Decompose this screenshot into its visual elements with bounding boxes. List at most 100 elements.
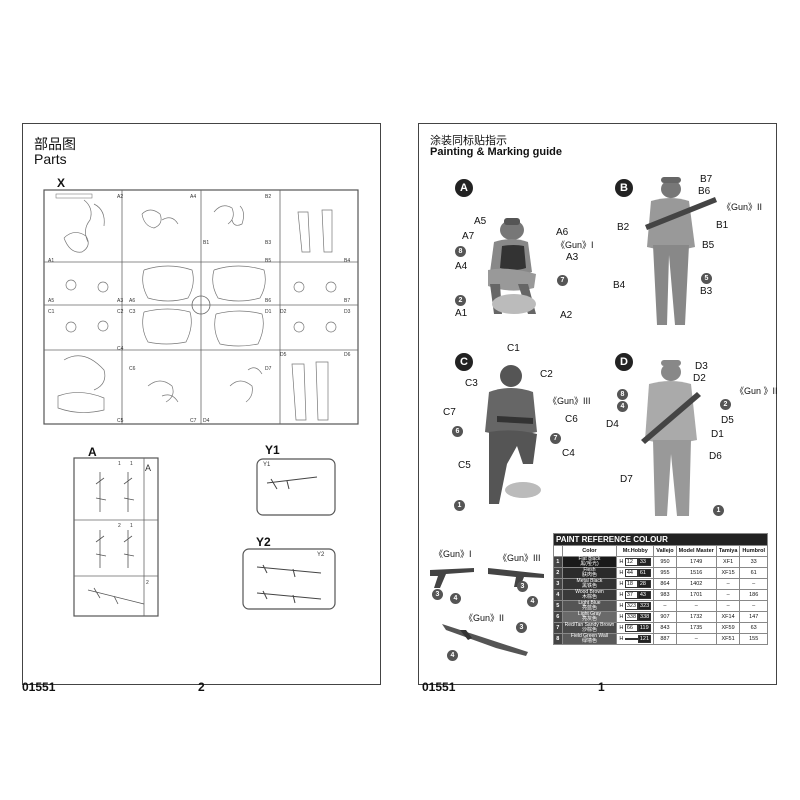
gun-2-illustration [442, 624, 528, 656]
figure-c-callout: C6 [565, 414, 578, 425]
paint-marker: 5 [701, 273, 712, 284]
hobby-code-alt: 61 [637, 569, 651, 577]
figure-b-illustration [645, 177, 717, 325]
humbrol-code: – [739, 600, 768, 612]
model-number-left: 01551 [22, 680, 56, 694]
hobby-code-alt: 43 [637, 591, 651, 599]
figure-a-callout: A5 [474, 216, 487, 227]
sprue-cell-label: B1 [203, 240, 210, 246]
sprue-a-diagram [73, 457, 159, 617]
sprue-y1-label: Y1 [265, 443, 280, 457]
figure-c-callout: C1 [507, 343, 520, 354]
sprue-cell-label: A4 [190, 194, 197, 200]
color-name-en: Red/Tan Sandy Brown [564, 622, 615, 628]
hobby-code-alt: 119 [637, 624, 651, 632]
sprue-cell-label: D7 [265, 366, 272, 372]
paint-number: 5 [553, 600, 563, 612]
sprue-cell-label: B7 [344, 298, 351, 304]
sprue-cell-label: C3 [129, 309, 136, 315]
figure-b-callout: 《Gun》II [722, 202, 763, 212]
vallejo-code: 907 [653, 611, 677, 623]
gun-2-label: 《Gun》II [464, 613, 505, 623]
painting-title-en: Painting & Marking guide [430, 146, 563, 158]
figure-a-badge: A [455, 179, 473, 197]
sprue-cell-label: A3 [117, 298, 124, 304]
sprue-cell-label: Y2 [317, 552, 325, 558]
paint-marker: 4 [527, 596, 538, 607]
tamiya-code: XF51 [715, 633, 741, 645]
sprue-cell-label: B6 [265, 298, 272, 304]
paint-marker: 7 [550, 433, 561, 444]
model-master-code: 1402 [675, 578, 717, 590]
color-name-en: Flesh [583, 567, 596, 573]
paint-number: 6 [553, 611, 563, 623]
model-number-right: 01551 [422, 680, 456, 694]
figure-c-illustration [485, 365, 541, 504]
vallejo-code: 955 [653, 567, 677, 579]
color-name-en: Flat Black [578, 556, 601, 562]
tamiya-code: – [715, 600, 741, 612]
figure-c-callout: 《Gun》III [548, 396, 591, 406]
paint-marker: 7 [557, 275, 568, 286]
sprue-cell-label: C7 [190, 418, 197, 424]
tamiya-code: – [715, 578, 741, 590]
paint-marker: 6 [452, 426, 463, 437]
model-master-code: 1701 [675, 589, 717, 601]
sprue-cell-label: A1 [48, 258, 55, 264]
paint-marker: 1 [454, 500, 465, 511]
paint-number: 8 [553, 633, 563, 645]
paint-marker: 4 [450, 593, 461, 604]
table-header: Vallejo [653, 545, 677, 557]
paint-number: 3 [553, 578, 563, 590]
humbrol-code: 63 [739, 622, 768, 634]
color-name-cn: 黑铁色 [581, 583, 597, 589]
sprue-cell-label: C2 [117, 309, 124, 315]
hobby-code: 44 [624, 569, 638, 577]
sprue-a-label: A [88, 445, 97, 459]
hobby-prefix: H [619, 614, 624, 620]
sprue-cell-label: D1 [265, 309, 272, 315]
figure-d-badge: D [615, 353, 633, 371]
figure-c-callout: C5 [458, 460, 471, 471]
sprue-cell-label: B3 [265, 240, 272, 246]
gun-1-label: 《Gun》I [434, 549, 472, 559]
model-master-code: 1732 [675, 611, 717, 623]
color-name-cn: 亮蓝色 [581, 605, 597, 611]
figure-d-callout: 《Gun 》II [735, 386, 778, 396]
sprue-cell-label: A2 [117, 194, 124, 200]
hobby-code [624, 638, 638, 640]
sprue-y2-diagram [242, 548, 336, 610]
figure-d-callout: D5 [721, 415, 734, 426]
sprue-cell-label: B5 [265, 258, 272, 264]
sprue-cell-label: 1 [118, 461, 121, 467]
figure-d-callout: D2 [693, 373, 706, 384]
hobby-code-alt: 323 [638, 602, 652, 610]
figure-b-callout: B6 [698, 186, 711, 197]
gun-3-illustration [488, 568, 544, 587]
hobby-code: 323 [624, 602, 639, 610]
parts-title-cn: 部品图 [34, 136, 76, 152]
color-name-cn: 沙棕色 [581, 627, 597, 633]
paint-marker: 1 [713, 505, 724, 516]
figure-a-callout: A6 [556, 227, 569, 238]
sprue-cell-label: 1 [130, 523, 133, 529]
model-master-code: 1516 [675, 567, 717, 579]
figure-c-callout: C4 [562, 448, 575, 459]
sprue-cell-label: 2 [118, 523, 121, 529]
hobby-prefix: H [619, 592, 624, 598]
paint-number: 4 [553, 589, 563, 601]
figure-c-callout: C7 [443, 407, 456, 418]
sprue-cell-label: Y1 [263, 462, 271, 468]
